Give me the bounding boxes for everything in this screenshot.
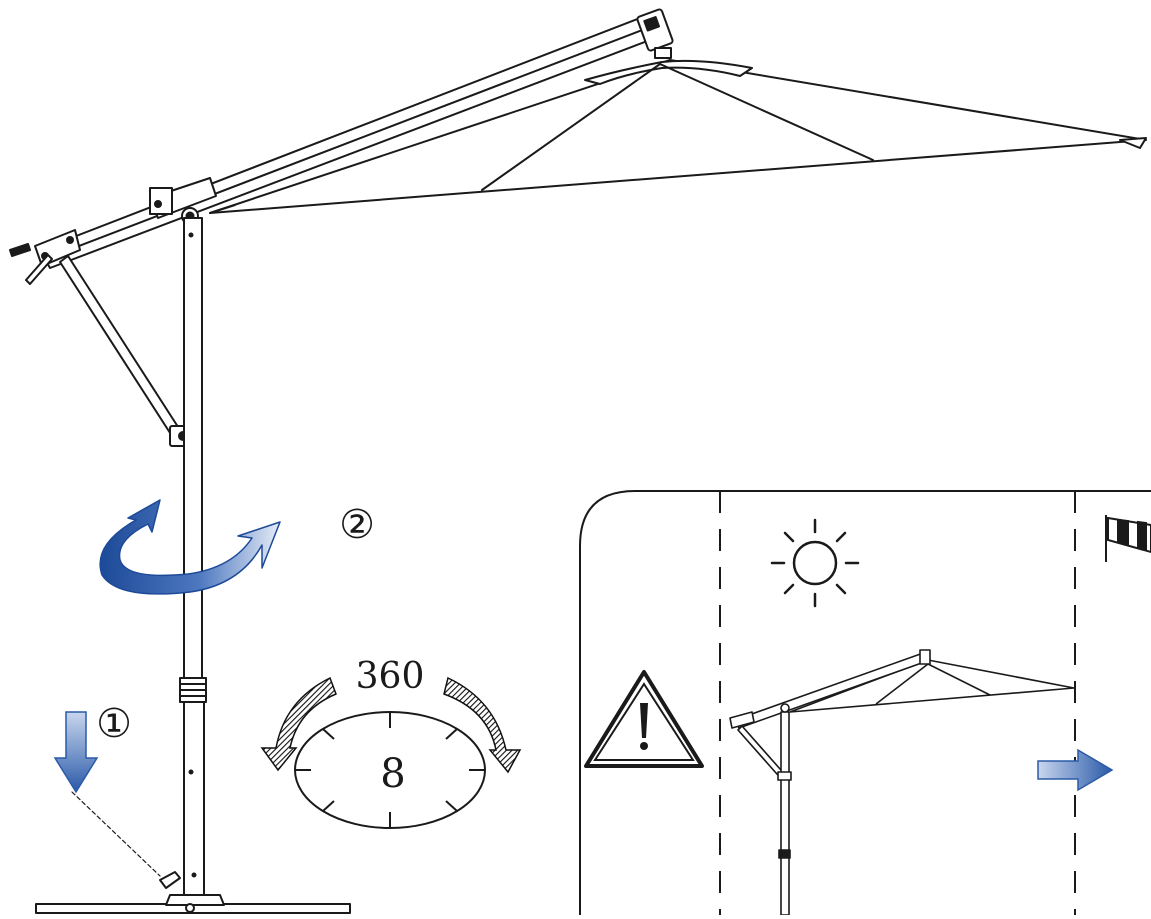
arrow-down-icon (53, 711, 99, 794)
windsock-icon (1105, 515, 1151, 562)
arrow-right-icon (1037, 748, 1114, 792)
rotation-arrow-left-icon (260, 676, 337, 772)
rotation-arrow-right-icon (443, 676, 522, 774)
rotation-degrees-label: 360 (356, 656, 425, 697)
arm (9, 8, 674, 285)
step-1-marker: ① (96, 701, 132, 747)
weather-inset-panel (579, 490, 1151, 915)
umbrella-small (729, 649, 1075, 916)
rotate-arrow-icon (99, 499, 281, 595)
support-strut (59, 255, 203, 447)
rotation-dial (294, 711, 486, 829)
rotation-positions-label: 8 (380, 751, 405, 797)
sun-icon (770, 518, 860, 608)
step-2-marker: ② (339, 502, 375, 548)
canopy (209, 59, 1147, 214)
pole (179, 217, 207, 899)
cross-base (35, 871, 351, 914)
umbrella-main (9, 8, 1147, 914)
warning-triangle-icon (584, 670, 704, 768)
